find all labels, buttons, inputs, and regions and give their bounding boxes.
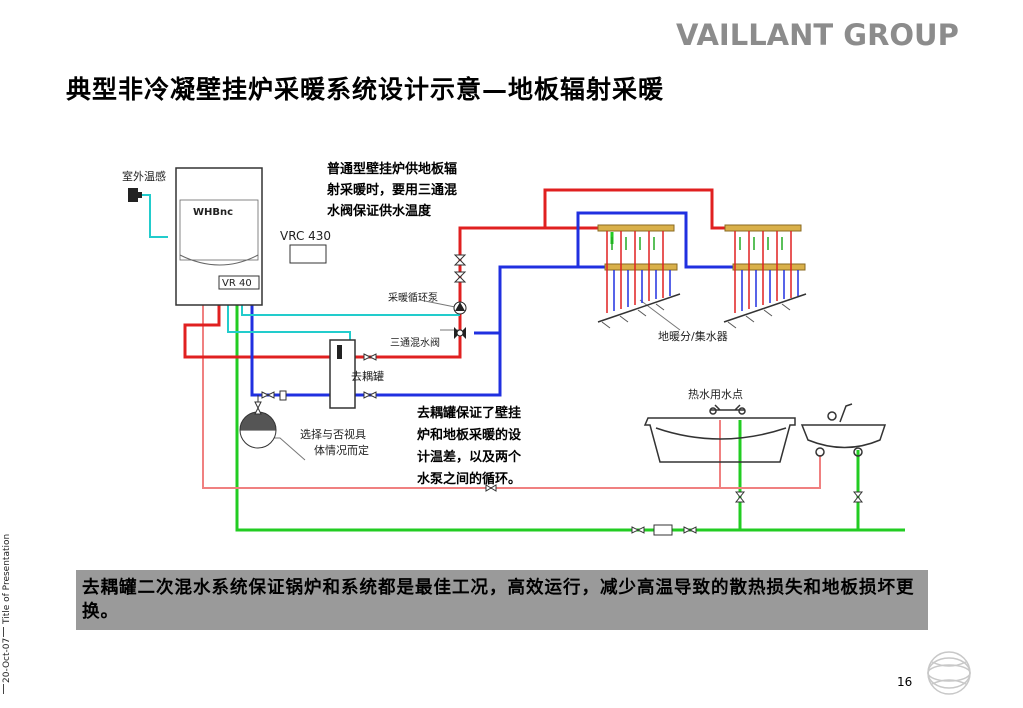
summary-box: 去耦罐二次混水系统保证锅炉和系统都是最佳工况，高效运行，减少高温导致的散热损失和… [76, 570, 928, 630]
boiler-label: WHBnc [193, 207, 233, 218]
water-filter-icon [653, 524, 673, 536]
sidebar-divider [3, 627, 4, 637]
manifold-right [723, 224, 807, 329]
svg-text:炉和地板采暖的设: 炉和地板采暖的设 [417, 427, 522, 443]
manifold-left [597, 224, 681, 329]
controller-box [289, 244, 327, 264]
decoupler-label: 去耦罐 [351, 370, 384, 383]
expansion-label-line2: 体情况而定 [314, 443, 369, 457]
fitting-icon [279, 390, 287, 401]
outdoor-sensor-icon [128, 188, 142, 202]
pump-label: 采暖循环泵 [388, 291, 438, 304]
expansion-label-line1: 选择与否视具 [300, 427, 366, 441]
three-way-valve-icon [454, 327, 466, 339]
sink-icon [800, 403, 887, 457]
sensor-wiring [140, 194, 460, 340]
vr40-label: VR 40 [222, 278, 252, 289]
sidebar-divider [3, 684, 4, 694]
circulation-pump-icon [453, 301, 467, 315]
boiler-unit [175, 167, 263, 306]
outdoor-sensor-label: 室外温感 [122, 169, 166, 183]
page-title: 典型非冷凝壁挂炉采暖系统设计示意—地板辐射采暖 [66, 75, 665, 104]
svg-text:去耦罐保证了壁挂: 去耦罐保证了壁挂 [417, 405, 521, 421]
note-mixing-valve: 普通型壁挂炉供地板辐 射采暖时，要用三通混 水阀保证供水温度 [326, 161, 457, 219]
mixing-valve-label: 三通混水阀 [390, 336, 440, 349]
svg-text:计温差，以及两个: 计温差，以及两个 [417, 449, 522, 465]
svg-text:射采暖时，要用三通混: 射采暖时，要用三通混 [326, 182, 457, 198]
hot-water-point-label: 热水用水点 [688, 388, 743, 401]
globe-logo-icon [927, 651, 971, 695]
manifold-label: 地暖分/集水器 [658, 329, 728, 343]
hot-water-pipes [202, 305, 821, 489]
svg-text:水阀保证供水温度: 水阀保证供水温度 [327, 203, 432, 219]
bathtub-icon [643, 404, 796, 463]
brand-logo: VAILLANT GROUP [676, 18, 959, 52]
controller-label: VRC 430 [280, 229, 331, 243]
svg-text:普通型壁挂炉供地板辐: 普通型壁挂炉供地板辐 [327, 161, 457, 177]
note-decoupler: 去耦罐保证了壁挂 炉和地板采暖的设 计温差，以及两个 水泵之间的循环。 [417, 405, 522, 487]
decoupler-tank [329, 339, 356, 409]
svg-text:水泵之间的循环。: 水泵之间的循环。 [417, 471, 521, 487]
summary-text: 去耦罐二次混水系统保证锅炉和系统都是最佳工况，高效运行，减少高温导致的散热损失和… [82, 578, 915, 622]
valve-icons [254, 254, 864, 534]
page-number: 16 [897, 675, 913, 689]
